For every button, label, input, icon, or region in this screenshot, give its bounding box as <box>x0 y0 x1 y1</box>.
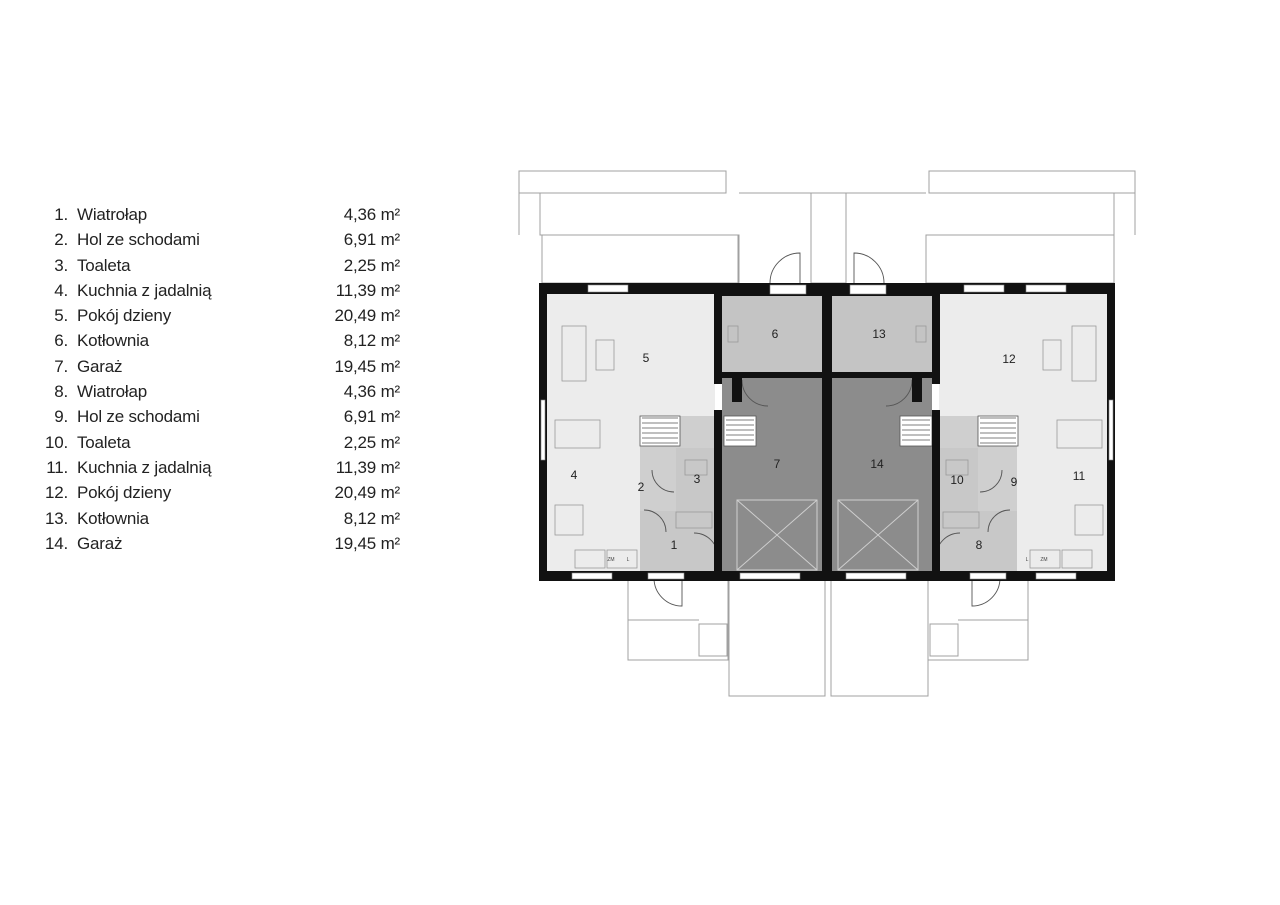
legend-number: 8. <box>54 382 68 402</box>
room-fills <box>547 294 1107 571</box>
legend-room-area: 11,39 m² <box>335 280 400 300</box>
legend-row: 12. Pokój dzieny 20,49 m² <box>40 480 412 505</box>
legend-row: 3. Toaleta 2,25 m² <box>40 253 412 278</box>
room-8-fill <box>940 511 1017 571</box>
legend-room-name: Garaż <box>77 356 123 376</box>
legend-number: 11. <box>46 457 68 477</box>
legend-row: 13. Kotłownia 8,12 m² <box>40 506 412 531</box>
stairs-left <box>639 415 757 447</box>
legend-room-name: Wiatrołap <box>77 382 148 402</box>
legend-room-name: Kotłownia <box>77 508 149 528</box>
appliance-l-right: L <box>1026 557 1029 563</box>
legend-room-area: 20,49 m² <box>334 483 401 503</box>
wall-party <box>822 294 832 581</box>
room-label-12: 12 <box>1002 352 1016 366</box>
legend-number: 6. <box>54 331 68 351</box>
legend-row: 1. Wiatrołap 4,36 m² <box>40 202 412 227</box>
room-6-fill <box>722 296 822 378</box>
legend-room-area: 8,12 m² <box>343 331 400 351</box>
room-1-fill <box>640 511 720 571</box>
legend-row: 4. Kuchnia z jadalnią 11,39 m² <box>40 278 412 303</box>
legend-room-name: Garaż <box>77 533 123 553</box>
room-label-14: 14 <box>870 457 884 471</box>
legend-room-name: Pokój dzieny <box>77 483 171 503</box>
legend-number: 9. <box>54 407 68 427</box>
legend-number: 10. <box>44 432 68 452</box>
room-labels: 1 2 3 4 5 6 7 8 9 10 11 12 13 14 <box>571 327 1086 552</box>
legend-row: 10. Toaleta 2,25 m² <box>40 430 412 455</box>
room-label-8: 8 <box>976 538 983 552</box>
room-5-fill <box>547 294 715 416</box>
legend-row: 8. Wiatrołap 4,36 m² <box>40 379 412 404</box>
room-4-fill <box>547 416 640 571</box>
legend-number: 5. <box>54 306 68 326</box>
appliance-labels: ZM L L ZM <box>607 557 1047 563</box>
legend-number: 3. <box>54 255 68 275</box>
legend-room-name: Kuchnia z jadalnią <box>77 280 212 300</box>
room-10-fill <box>940 448 978 511</box>
legend-number: 12. <box>44 483 68 503</box>
room-14-fill <box>832 378 932 571</box>
legend-room-area: 2,25 m² <box>343 432 400 452</box>
legend-number: 14. <box>44 533 68 553</box>
windows <box>540 284 1114 580</box>
garage-doors <box>736 499 919 571</box>
legend-number: 1. <box>54 205 68 224</box>
room-label-7: 7 <box>774 457 781 471</box>
legend-room-area: 2,25 m² <box>343 255 400 275</box>
legend-room-area: 6,91 m² <box>343 230 400 250</box>
legend-number: 7. <box>54 356 68 376</box>
legend-room-area: 11,39 m² <box>335 457 400 477</box>
room-3-fill <box>676 448 714 511</box>
legend-room-name: Toaleta <box>77 432 131 452</box>
room-label-6: 6 <box>772 327 779 341</box>
legend-row: 11. Kuchnia z jadalnią 11,39 m² <box>40 455 412 480</box>
legend-number: 13. <box>44 508 68 528</box>
legend-room-area: 20,49 m² <box>334 306 401 326</box>
legend-row: 9. Hol ze schodami 6,91 m² <box>40 404 412 429</box>
door-swings <box>643 252 1011 607</box>
legend-room-area: 4,36 m² <box>343 382 400 402</box>
legend-room-area: 6,91 m² <box>343 407 400 427</box>
legend-room-name: Kotłownia <box>77 331 149 351</box>
room-11-fill <box>1017 416 1107 571</box>
legend-row: 14. Garaż 19,45 m² <box>40 531 412 556</box>
legend-number: 4. <box>54 280 68 300</box>
legend-room-area: 8,12 m² <box>343 508 400 528</box>
legend-row: 6. Kotłownia 8,12 m² <box>40 328 412 353</box>
legend-room-area: 19,45 m² <box>334 356 401 376</box>
legend-room-name: Hol ze schodami <box>77 407 200 427</box>
legend-room-name: Toaleta <box>77 255 131 275</box>
legend-room-area: 19,45 m² <box>334 533 401 553</box>
room-label-13: 13 <box>872 327 886 341</box>
legend-room-name: Kuchnia z jadalnią <box>77 457 212 477</box>
room-label-3: 3 <box>694 472 701 486</box>
legend-row: 5. Pokój dzieny 20,49 m² <box>40 303 412 328</box>
legend-number: 2. <box>54 230 68 250</box>
room-label-2: 2 <box>638 480 645 494</box>
room-label-10: 10 <box>950 473 964 487</box>
room-label-11: 11 <box>1073 469 1086 483</box>
room-label-5: 5 <box>643 351 650 365</box>
furniture <box>554 325 1104 569</box>
room-label-1: 1 <box>671 538 678 552</box>
appliance-zm-right: ZM <box>1040 557 1047 563</box>
room-label-4: 4 <box>571 468 578 482</box>
legend-room-area: 4,36 m² <box>343 205 400 224</box>
appliance-l-left: L <box>627 557 630 563</box>
room-13-fill <box>832 296 932 378</box>
legend-row: 7. Garaż 19,45 m² <box>40 354 412 379</box>
room-label-9: 9 <box>1011 475 1018 489</box>
room-12-fill <box>939 294 1107 416</box>
legend-row: 2. Hol ze schodami 6,91 m² <box>40 227 412 252</box>
room-legend: 1. Wiatrołap 4,36 m² 2. Hol ze schodami 6,91 … <box>40 202 412 556</box>
legend-room-name: Wiatrołap <box>77 205 148 224</box>
appliance-zm-left: ZM <box>607 557 614 563</box>
legend-room-name: Hol ze schodami <box>77 230 200 250</box>
legend-room-name: Pokój dzieny <box>77 306 171 326</box>
